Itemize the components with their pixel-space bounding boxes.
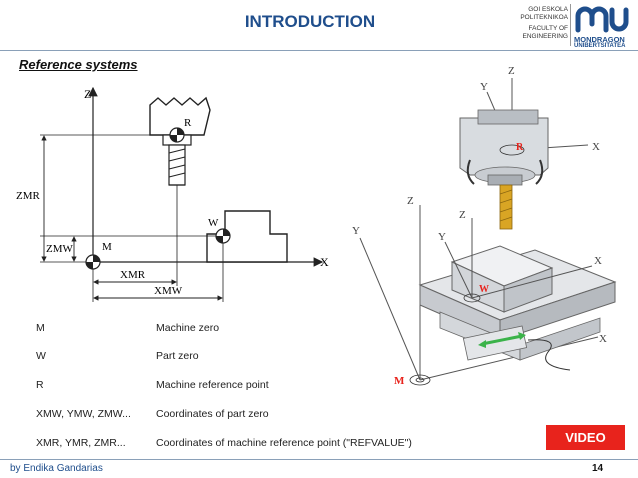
legend-term: M <box>36 322 45 334</box>
page-title: INTRODUCTION <box>244 12 376 31</box>
mu-logo-mark <box>575 6 629 33</box>
logo-line-4: ENGINEERING <box>522 33 568 40</box>
axis-z-label-2d: Z <box>84 87 91 101</box>
axis-x-part-label: X <box>594 255 602 267</box>
label-w-2d: W <box>208 217 219 229</box>
dim-xmw: XMW <box>154 285 183 297</box>
legend-term: XMR, YMR, ZMR... <box>36 437 126 449</box>
spindle-head <box>149 96 211 136</box>
legend-desc: Coordinates of part zero <box>156 408 269 420</box>
dim-xmr: XMR <box>120 269 146 281</box>
dim-zmr: ZMR <box>16 190 41 202</box>
axis-z-spindle-label: Z <box>508 65 515 77</box>
axis-y-spindle-label: Y <box>480 81 488 93</box>
axis-z-part-label: Z <box>459 209 466 221</box>
page-number: 14 <box>592 463 604 474</box>
logo-line-3: FACULTY OF <box>528 25 569 32</box>
legend-term: R <box>36 379 44 391</box>
label-m-2d: M <box>102 241 112 253</box>
legend-desc: Machine reference point <box>156 379 269 391</box>
footer-author: by Endika Gandarias <box>10 463 103 474</box>
logo-line-2: POLITEKNIKOA <box>520 14 568 21</box>
axis-x-spindle-label: X <box>592 141 600 153</box>
university-logo: GOI ESKOLA POLITEKNIKOA FACULTY OF ENGIN… <box>512 4 634 50</box>
video-button[interactable]: VIDEO <box>546 425 625 450</box>
footer-divider <box>0 459 638 460</box>
legend-term: XMW, YMW, ZMW... <box>36 408 131 420</box>
legend-term: W <box>36 350 46 362</box>
tool-flutes <box>168 148 186 178</box>
label-w-3d: W <box>479 284 489 295</box>
logo-line-1: GOI ESKOLA <box>528 6 568 13</box>
legend-desc: Machine zero <box>156 322 220 334</box>
logo-divider <box>570 4 571 46</box>
axis-x-machine-label: X <box>599 333 607 345</box>
dim-zmw: ZMW <box>46 243 74 255</box>
header-divider <box>0 50 638 51</box>
label-r-3d: R <box>516 142 524 153</box>
table-motion-arrow <box>481 334 523 346</box>
axis-x-label-2d: X <box>320 255 329 269</box>
logo-brand: MONDRAGON <box>574 35 625 44</box>
axis-z-machine-label: Z <box>407 195 414 207</box>
schematic-2d: Z X R W M ZMR ZMW XMR XMW <box>16 86 329 302</box>
legend-desc: Coordinates of machine reference point (… <box>156 437 412 449</box>
logo-brand-sub: UNIBERTSITATEA <box>574 43 626 49</box>
axis-y-machine-label: Y <box>352 225 360 237</box>
illustration-3d: Z Y X R Z Y X <box>352 65 617 387</box>
axis-y-part-label: Y <box>438 231 446 243</box>
legend-desc: Part zero <box>156 350 199 362</box>
label-r-2d: R <box>184 117 192 129</box>
section-subtitle: Reference systems <box>19 57 138 72</box>
label-m-3d: M <box>394 375 405 387</box>
workpiece-2d <box>206 210 288 263</box>
